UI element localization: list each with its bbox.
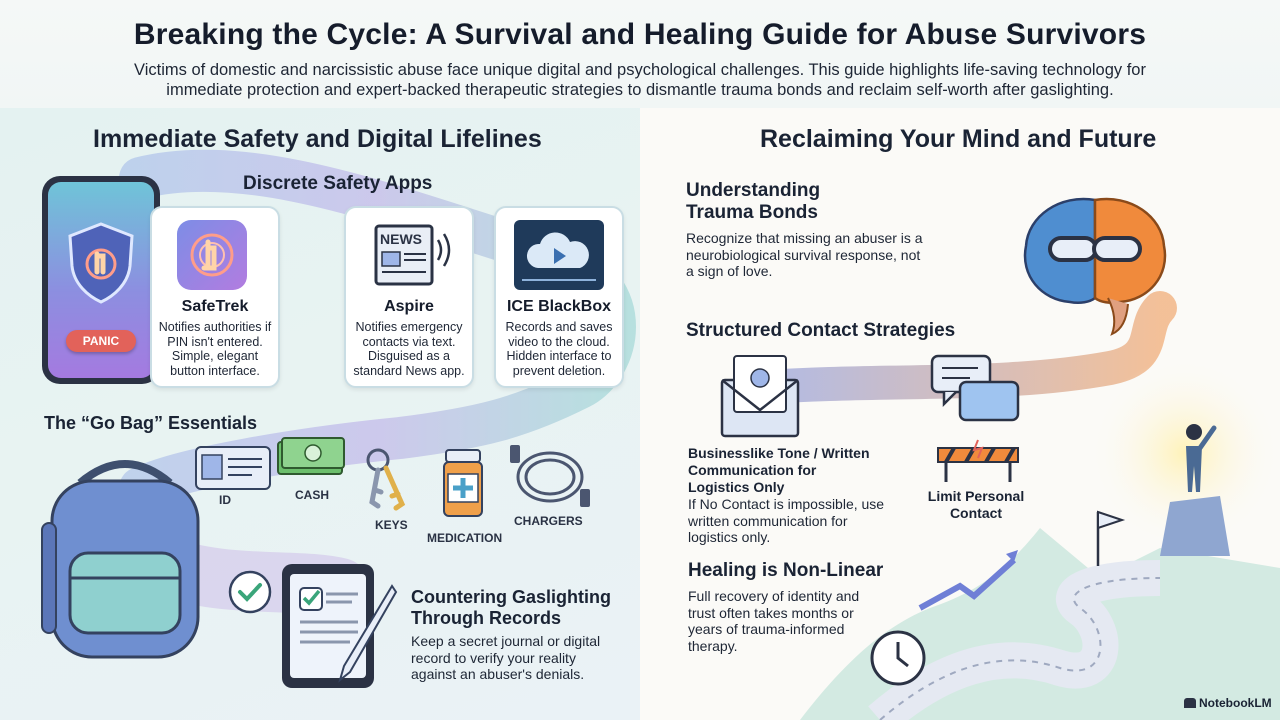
trauma-bonds-title: Understanding Trauma Bonds xyxy=(686,180,821,223)
watermark-text: NotebookLM xyxy=(1199,696,1272,710)
gobag-item-label: CASH xyxy=(295,488,330,502)
app-card-safetrek: SafeTrek Notifies authorities if PIN isn… xyxy=(150,206,280,388)
app-name: SafeTrek xyxy=(181,298,249,315)
gaslighting-title: Countering Gaslighting Through Records xyxy=(411,587,611,628)
gobag-item-label: KEYS xyxy=(375,518,408,532)
app-name: ICE BlackBox xyxy=(506,298,612,315)
app-description: Notifies emergency contacts via text. Di… xyxy=(353,320,465,378)
header: Breaking the Cycle: A Survival and Heali… xyxy=(0,0,1280,108)
gobag-subtitle: The “Go Bag” Essentials xyxy=(44,413,258,433)
right-section-title: Reclaiming Your Mind and Future xyxy=(760,125,1157,153)
flag-icon xyxy=(1096,510,1126,566)
phone-illustration: PANIC xyxy=(42,176,160,384)
barrier-icon xyxy=(937,439,1019,482)
check-bubble-icon xyxy=(228,570,272,614)
gobag-item-label: CHARGERS xyxy=(514,514,583,528)
healing-text: Full recovery of identity and trust ofte… xyxy=(688,588,860,654)
page-subtitle: Victims of domestic and narcissistic abu… xyxy=(134,61,1146,99)
tablet-journal-icon xyxy=(282,564,398,688)
app-card-aspire: NEWS Aspire Notifies emergency contacts … xyxy=(344,206,474,388)
businesslike-tone-title: Businesslike Tone / Written Communicatio… xyxy=(688,445,870,495)
app-card-ice-blackbox: ICE BlackBox Records and saves video to … xyxy=(494,206,624,388)
person-summit-icon xyxy=(1160,424,1230,556)
id-card-icon xyxy=(195,446,271,490)
gobag-item-label: ID xyxy=(219,493,231,507)
apps-subtitle: Discrete Safety Apps xyxy=(243,173,433,194)
left-section-title: Immediate Safety and Digital Lifelines xyxy=(93,125,542,153)
watermark: NotebookLM xyxy=(1184,696,1272,710)
right-panel: Reclaiming Your Mind and Future Understa… xyxy=(640,108,1280,720)
trauma-bonds-text: Recognize that missing an abuser is a ne… xyxy=(686,230,923,279)
backpack-icon xyxy=(41,460,200,659)
keys-icon xyxy=(366,448,406,511)
envelope-letter-icon xyxy=(720,355,800,438)
brain-chain-icon xyxy=(1023,197,1167,336)
chat-bubbles-icon xyxy=(930,354,1020,422)
svg-text:NEWS: NEWS xyxy=(380,231,422,247)
app-description: Notifies authorities if PIN isn't entere… xyxy=(158,320,272,378)
cash-icon xyxy=(277,437,345,475)
app-description: Records and saves video to the cloud. Hi… xyxy=(505,320,613,378)
clock-icon xyxy=(870,630,926,686)
cloud-video-icon xyxy=(514,220,604,290)
panic-button[interactable]: PANIC xyxy=(66,330,136,352)
page-title: Breaking the Cycle: A Survival and Heali… xyxy=(133,18,1147,51)
news-icon: NEWS xyxy=(374,220,451,290)
limit-contact-title: Limit Personal Contact xyxy=(927,488,1025,521)
businesslike-tone-text: If No Contact is impossible, use written… xyxy=(688,496,885,545)
contact-strategies-title: Structured Contact Strategies xyxy=(686,320,956,341)
left-panel: Immediate Safety and Digital Lifelines D… xyxy=(0,108,640,720)
gobag-item-label: MEDICATION xyxy=(427,531,503,545)
medication-icon xyxy=(443,449,483,517)
healing-title: Healing is Non-Linear xyxy=(688,560,884,581)
gaslighting-text: Keep a secret journal or digital record … xyxy=(411,633,601,682)
hand-tap-icon xyxy=(177,220,247,290)
shield-icon xyxy=(68,222,134,304)
app-name: Aspire xyxy=(384,298,434,315)
charger-icon xyxy=(510,445,590,507)
notebooklm-logo-icon xyxy=(1184,698,1196,708)
